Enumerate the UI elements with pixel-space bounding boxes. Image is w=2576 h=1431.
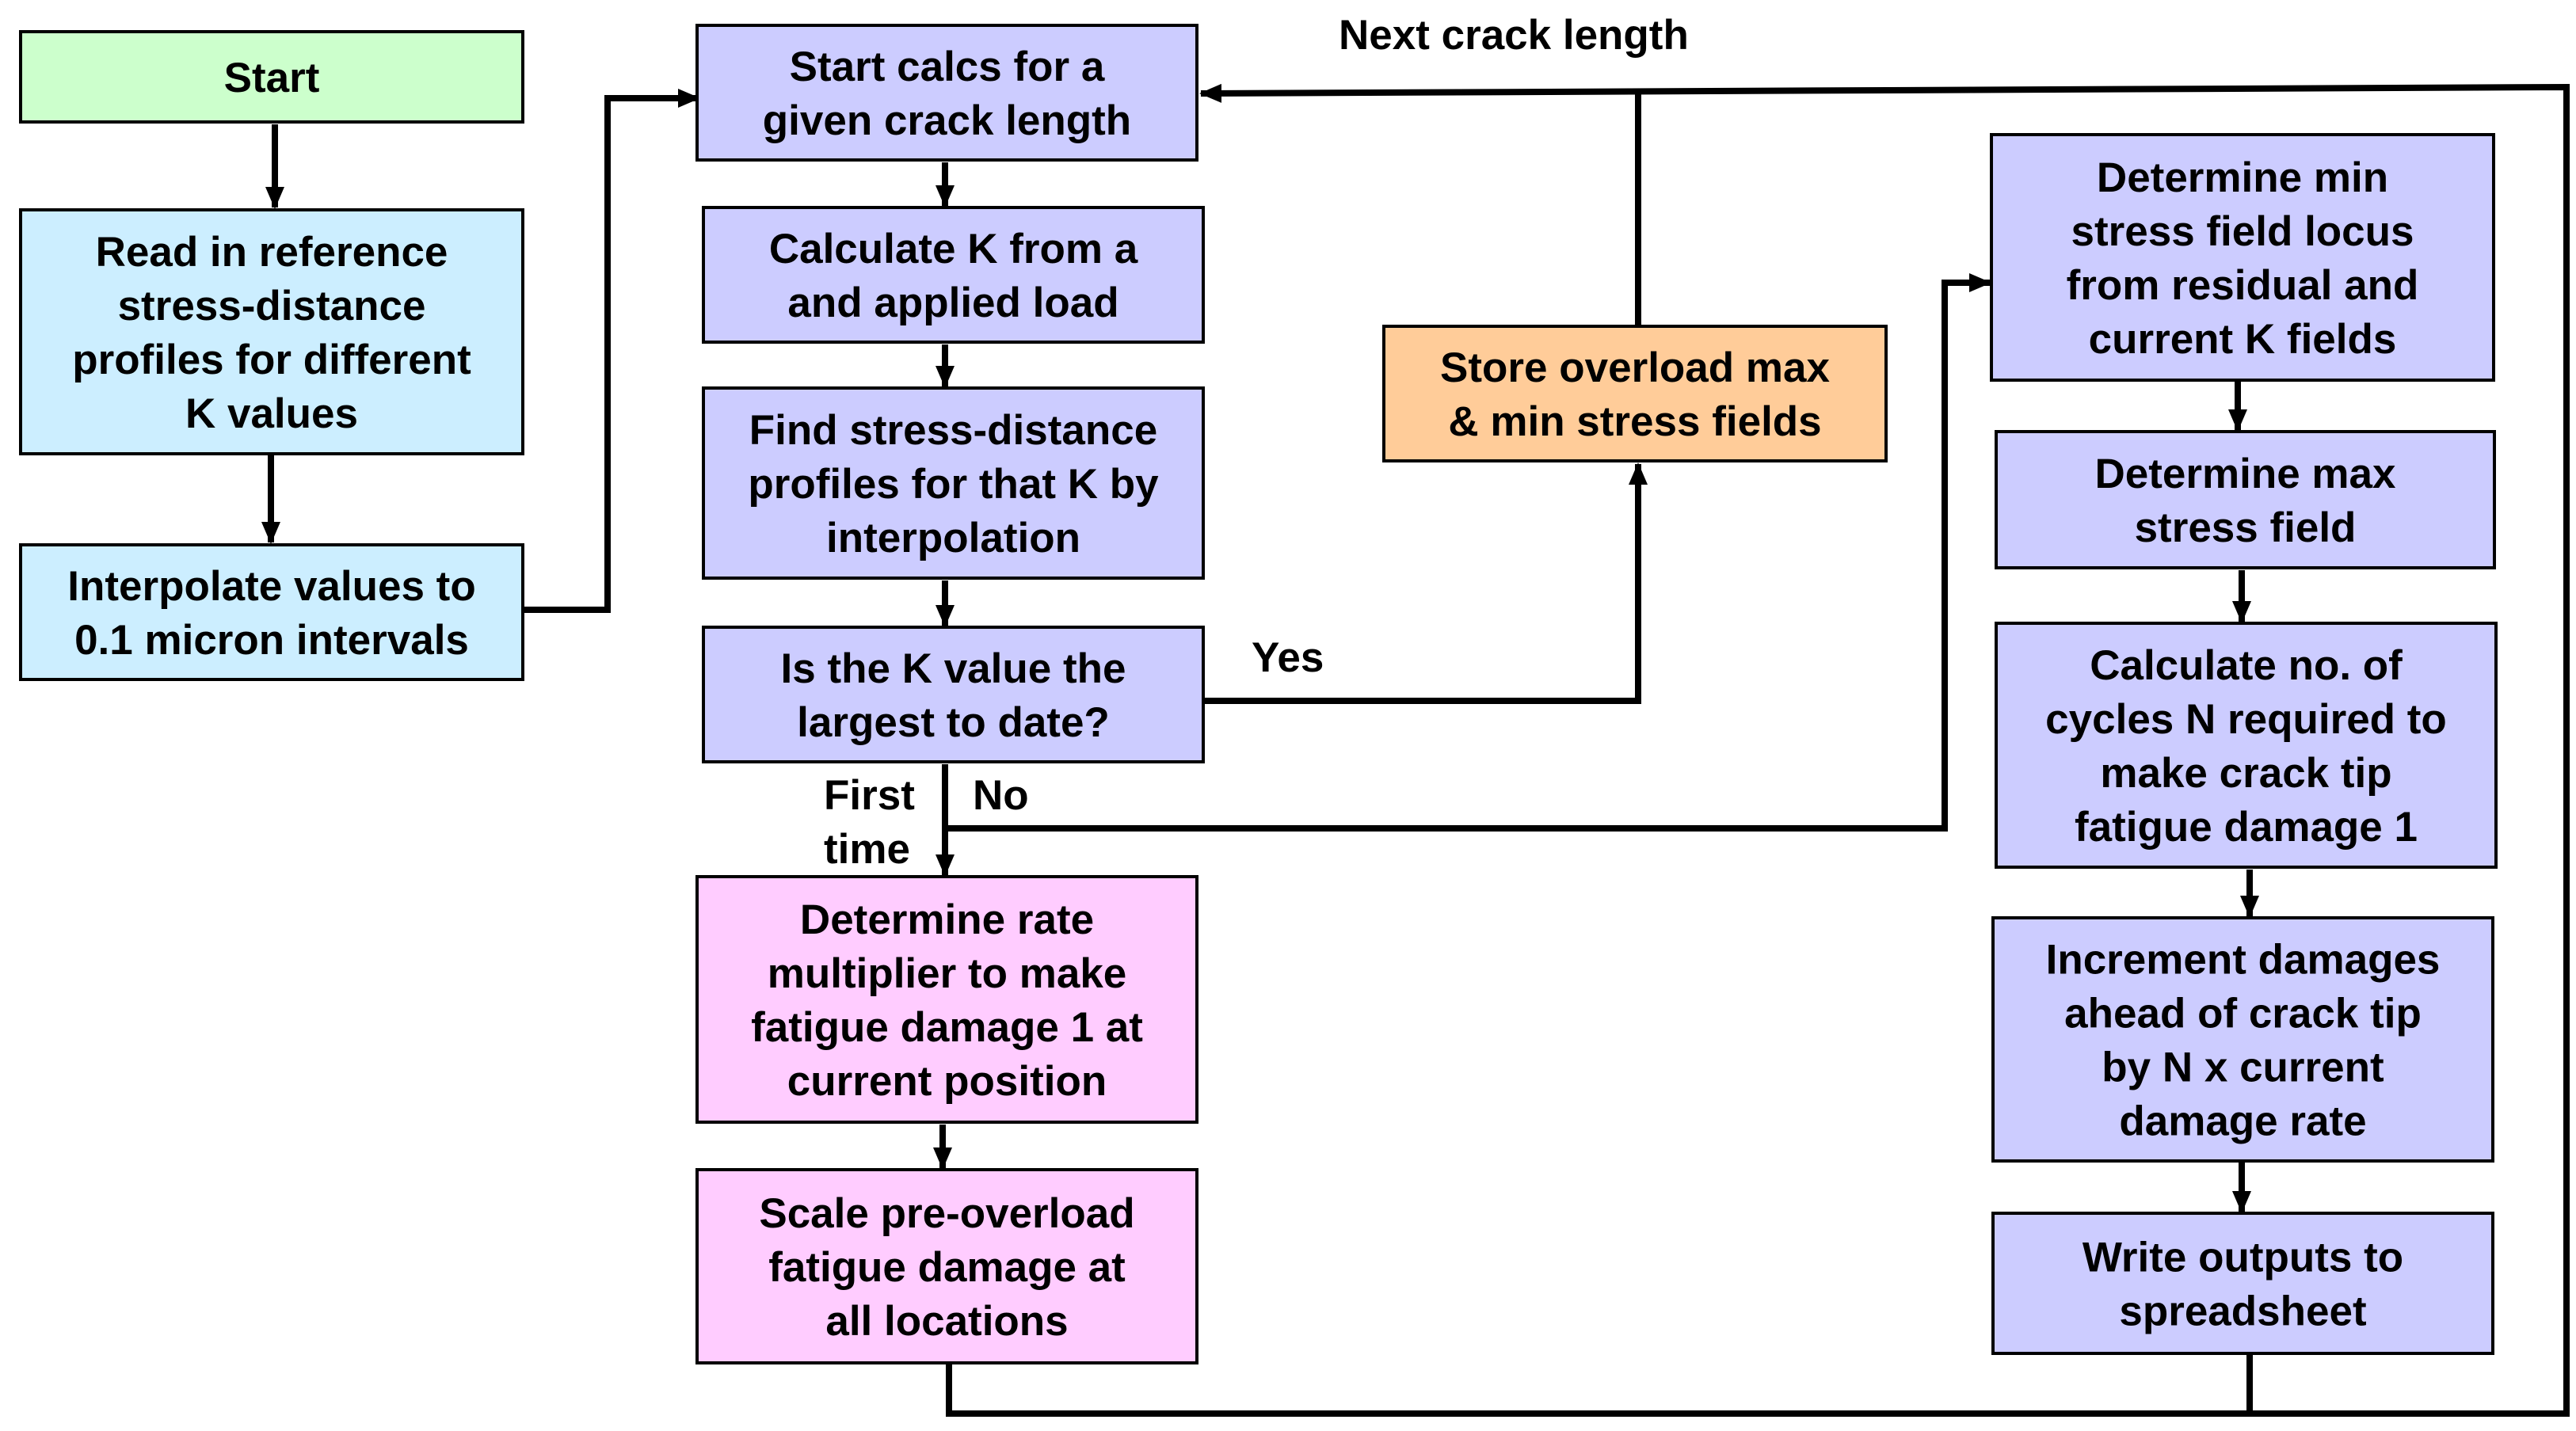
node-is-largest: Is the K value the largest to date? [702,626,1205,763]
label-no: No [973,772,1029,819]
node-text-line: Find stress-distance [749,407,1157,454]
label-yes: Yes [1252,634,1324,681]
node-text-line: Store overload max [1440,344,1830,391]
node-text-line: Determine max [2094,451,2396,497]
node-scale-damage: Scale pre-overload fatigue damage at all l… [695,1168,1198,1364]
node-text-line: damage rate [2119,1098,2366,1145]
node-text-line: Determine min [2097,154,2388,201]
node-interpolate: Interpolate values to 0.1 micron interval… [19,543,524,681]
node-text-line: Determine rate [800,896,1094,943]
node-text-line: all locations [825,1298,1068,1345]
node-increment: Increment damages ahead of crack tip by N … [1991,916,2494,1163]
node-text-line: stress field locus [2071,208,2414,255]
node-text-line: current K fields [2089,316,2397,363]
node-min-locus: Determine min stress field locus from resi… [1990,133,2495,382]
node-text-line: from residual and [2067,262,2419,309]
node-text-line: spreadsheet [2119,1288,2366,1335]
node-text-line: by N x current [2102,1045,2384,1091]
node-text-line: fatigue damage at [768,1244,1126,1291]
edge-interpolate-to-startcalcs [524,89,700,613]
node-text-line: make crack tip [2100,750,2391,797]
node-find-profiles: Find stress-distance profiles for that K … [702,386,1205,580]
edge-no-to-minlocus [945,273,1991,832]
node-text-line: interpolation [826,515,1080,561]
node-store-overload: Store overload max & min stress fields [1382,325,1888,462]
label-next-crack-length: Next crack length [1339,12,1689,59]
node-text-line: Interpolate values to [67,563,475,610]
node-text-line: 0.1 micron intervals [74,617,469,664]
node-text-line: Is the K value the [781,645,1126,692]
edge-yes-to-store [1205,462,1648,704]
node-start: Start [19,30,524,124]
node-text-line: multiplier to make [768,950,1127,997]
node-write-outputs: Write outputs to spreadsheet [1991,1212,2494,1355]
node-text-line: Increment damages [2046,937,2441,984]
node-text-line: and applied load [787,280,1118,326]
node-text-line: Read in reference [96,229,448,276]
node-calc-k: Calculate K from a and applied load [702,206,1205,344]
node-max-field: Determine max stress field [1995,430,2496,569]
node-text-line: cycles N required to [2045,696,2447,743]
edge-scale-to-loop [946,83,2570,1417]
node-text-line: Write outputs to [2083,1235,2403,1281]
node-text-line: Calculate no. of [2090,642,2403,689]
label-first: First [824,772,915,819]
node-read-profiles: Read in reference stress-distance profiles… [19,208,524,455]
node-text-line: Scale pre-overload [759,1190,1134,1237]
node-text-line: fatigue damage 1 at [751,1004,1143,1051]
node-rate-multiplier: Determine rate multiplier to make fatigue … [695,875,1198,1124]
node-text-line: & min stress fields [1448,398,1821,445]
node-start-calcs: Start calcs for a given crack length [695,24,1198,162]
node-text-line: Start [224,55,320,101]
edges [261,83,2570,1417]
node-text-line: profiles for different [72,337,471,383]
label-time: time [824,826,910,873]
node-text-line: given crack length [763,97,1131,144]
node-text-line: stress-distance [118,283,426,329]
node-text-line: K values [185,390,358,437]
node-text-line: fatigue damage 1 [2075,804,2418,851]
node-text-line: Calculate K from a [769,226,1138,272]
node-text-line: stress field [2135,504,2357,551]
node-text-line: ahead of crack tip [2064,991,2422,1037]
node-text-line: largest to date? [797,699,1110,746]
node-text-line: profiles for that K by [748,461,1159,508]
node-text-line: current position [787,1058,1107,1105]
node-calc-cycles: Calculate no. of cycles N required to make… [1995,622,2498,869]
node-text-line: Start calcs for a [790,44,1105,90]
